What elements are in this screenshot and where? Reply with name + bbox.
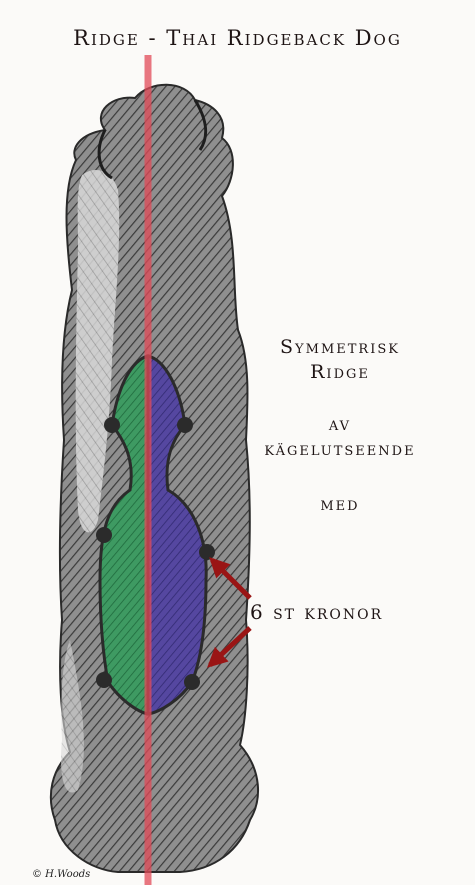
diagram-title: Ridge - Thai Ridgeback Dog	[0, 26, 475, 50]
crown-marker	[199, 544, 215, 560]
caption-line: kägelutseende	[225, 438, 455, 460]
crown-marker	[177, 417, 193, 433]
caption-line: med	[225, 493, 455, 515]
caption-line: Ridge	[225, 361, 455, 383]
crown-marker	[184, 674, 200, 690]
crown-marker	[104, 417, 120, 433]
caption-line: av	[225, 413, 455, 435]
signature: © H.Woods	[32, 869, 90, 880]
crowns-label: 6 st kronor	[250, 600, 470, 624]
caption-line: Symmetrisk	[225, 336, 455, 358]
crown-marker	[96, 527, 112, 543]
crown-marker	[96, 672, 112, 688]
